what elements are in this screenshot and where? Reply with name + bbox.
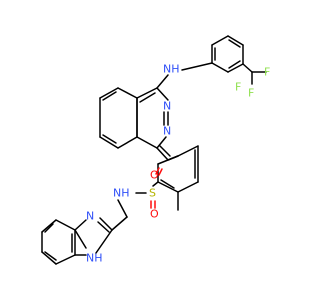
bond xyxy=(160,179,175,189)
atom-oxygen-top: O xyxy=(150,169,159,182)
bond xyxy=(228,60,241,69)
atom-fluorine-right: F xyxy=(264,66,270,79)
bond xyxy=(158,168,163,176)
bond xyxy=(227,63,244,73)
atom-fluorine-left: F xyxy=(235,81,241,94)
bond xyxy=(102,134,117,144)
bond xyxy=(41,219,57,233)
bond xyxy=(102,91,117,101)
bond xyxy=(167,155,179,161)
bond xyxy=(111,216,128,231)
atom-n-ring-2: N xyxy=(163,125,171,138)
bond xyxy=(99,136,119,149)
bond xyxy=(97,221,110,233)
bond xyxy=(227,35,244,46)
atom-labels: NH N N F F F S O O NH N NH xyxy=(86,63,270,265)
bond xyxy=(99,87,119,99)
molecule-diagram: NH N N F F F S O O NH N NH xyxy=(41,35,270,265)
bond xyxy=(177,181,199,193)
bond xyxy=(156,87,169,101)
bond xyxy=(242,63,253,73)
bond xyxy=(211,62,229,73)
bond xyxy=(152,181,159,187)
bond xyxy=(117,136,138,149)
bond xyxy=(156,74,169,89)
atom-fluorine-bottom: F xyxy=(248,87,254,100)
atom-n-ring-1: N xyxy=(163,100,171,113)
bond xyxy=(181,62,213,71)
atom-nh-sulfonamide: NH xyxy=(113,187,130,200)
bond xyxy=(41,251,57,265)
bond xyxy=(55,254,76,265)
bond xyxy=(159,145,171,157)
bond xyxy=(95,229,113,254)
bond xyxy=(156,136,167,149)
bond xyxy=(139,92,156,103)
bond xyxy=(136,136,158,149)
bond xyxy=(157,181,179,193)
bond xyxy=(117,87,138,99)
bond xyxy=(117,199,128,218)
bond xyxy=(44,223,54,233)
bond xyxy=(55,219,76,231)
bond xyxy=(44,251,57,261)
bond xyxy=(136,87,158,99)
bond xyxy=(228,39,241,48)
atom-nh-amine: NH xyxy=(163,63,180,76)
atom-n-imidazole: N xyxy=(86,210,94,223)
bonds xyxy=(41,35,267,265)
bond xyxy=(211,35,229,46)
bond xyxy=(74,229,87,249)
bond xyxy=(155,167,160,175)
bond xyxy=(99,217,113,231)
bond xyxy=(74,219,87,231)
atom-nh-imidazole: NH xyxy=(86,252,103,265)
atom-oxygen-bottom: O xyxy=(150,208,159,221)
bond xyxy=(177,145,199,157)
atom-sulfur: S xyxy=(149,187,156,200)
bond xyxy=(156,147,169,161)
